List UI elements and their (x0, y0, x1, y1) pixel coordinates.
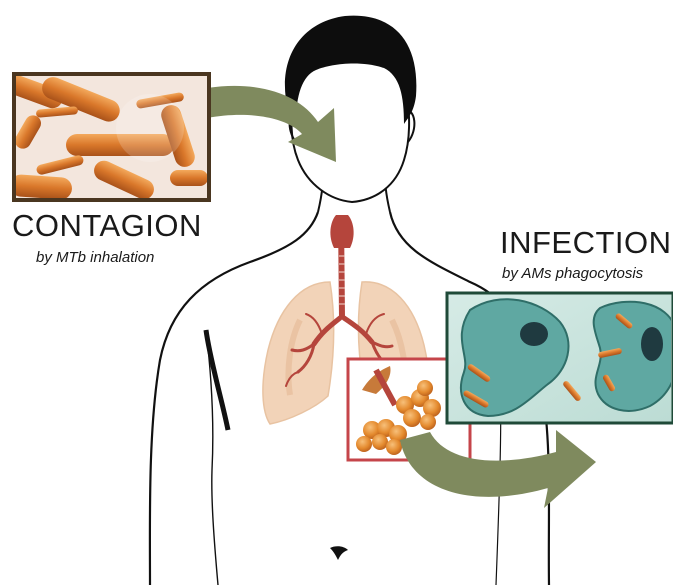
contagion-title: CONTAGION (12, 208, 202, 244)
curved-arrow-icon (400, 430, 596, 508)
contagion-inset (0, 68, 209, 202)
contagion-subtitle: by MTb inhalation (36, 249, 154, 266)
infection-subtitle: by AMs phagocytosis (502, 265, 643, 282)
infection-inset (447, 293, 673, 423)
infection-title: INFECTION (500, 225, 672, 261)
